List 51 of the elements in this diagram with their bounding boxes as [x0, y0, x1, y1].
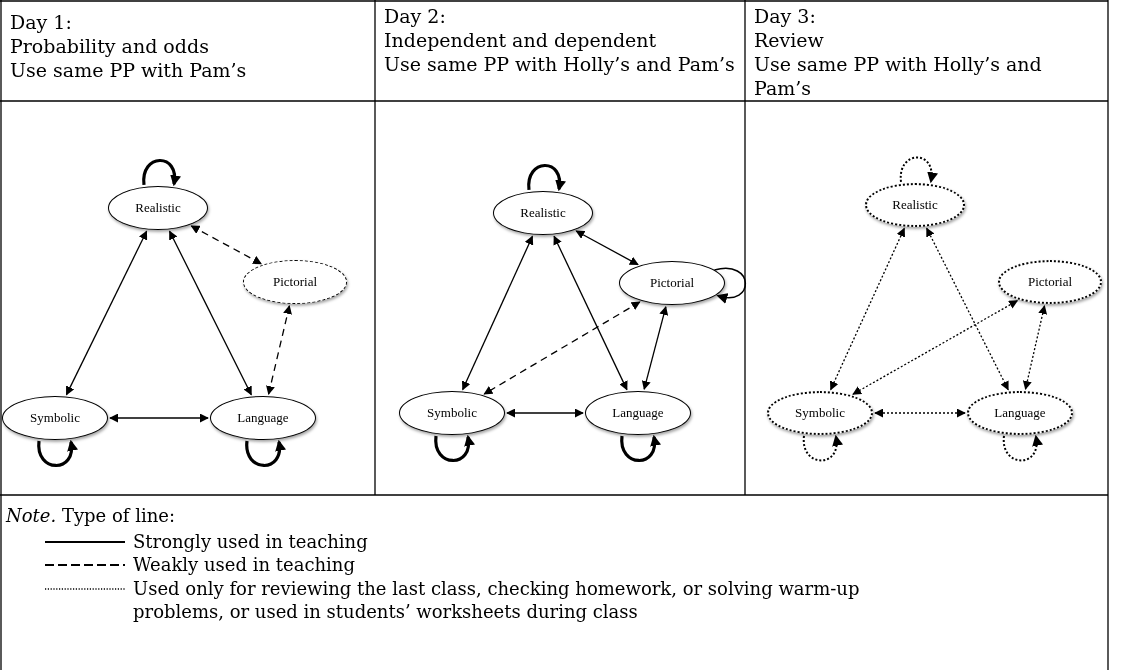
- legend-text: Strongly used in teaching: [133, 530, 369, 553]
- self-loop-arrow: [713, 267, 747, 304]
- double-headed-arrow: [641, 305, 669, 391]
- header-text: Independent and dependent: [384, 28, 657, 52]
- double-headed-arrow: [874, 408, 966, 418]
- ellipse-node: Symbolic: [2, 396, 108, 440]
- double-headed-arrow: [852, 300, 1019, 395]
- self-loop-arrow: [434, 434, 475, 462]
- double-headed-arrow: [65, 230, 148, 396]
- header-text: Review: [754, 28, 824, 52]
- double-headed-arrow: [553, 235, 628, 391]
- double-headed-arrow: [190, 225, 262, 265]
- header-text: Day 2:: [384, 4, 446, 28]
- ellipse-node: Symbolic: [399, 391, 505, 435]
- header-text: Use same PP with Holly’s and Pam’s: [384, 52, 735, 76]
- header-text: Probability and odds: [10, 34, 209, 58]
- ellipse-node: Realistic: [865, 183, 965, 227]
- ellipse-node: Pictorial: [619, 261, 725, 305]
- ellipse-node: Realistic: [108, 186, 208, 230]
- ellipse-node: Realistic: [493, 191, 593, 235]
- ellipse-node: Language: [585, 391, 691, 435]
- double-headed-arrow: [168, 230, 252, 396]
- self-loop-arrow: [142, 159, 181, 187]
- header-text: Day 1:: [10, 10, 72, 34]
- double-headed-arrow: [506, 408, 584, 418]
- double-headed-arrow: [926, 227, 1009, 391]
- double-headed-arrow: [461, 235, 534, 391]
- double-headed-arrow: [109, 413, 209, 423]
- legend-text: Used only for reviewing the last class, checking homework, or solving warm-up problems, or used in students’ worksheets during class: [133, 577, 861, 623]
- legend-text: Weakly used in teaching: [133, 553, 356, 576]
- ellipse-node: Pictorial: [243, 260, 347, 304]
- self-loop-arrow: [527, 164, 566, 192]
- double-headed-arrow: [266, 304, 292, 396]
- note-text: Note. Type of line:: [6, 504, 176, 527]
- double-headed-arrow: [829, 227, 906, 391]
- ellipse-node: Language: [210, 396, 316, 440]
- double-headed-arrow: [483, 301, 641, 395]
- header-text: Use same PP with Holly’s and Pam’s: [754, 52, 1043, 100]
- header-text: Day 3:: [754, 4, 816, 28]
- double-headed-arrow: [575, 230, 639, 266]
- double-headed-arrow: [1022, 304, 1048, 390]
- ellipse-node: Language: [967, 391, 1073, 435]
- self-loop-arrow: [620, 434, 661, 462]
- ellipse-node: Symbolic: [767, 391, 873, 435]
- self-loop-arrow: [1002, 434, 1043, 462]
- self-loop-arrow: [802, 434, 843, 462]
- ellipse-node: Pictorial: [998, 260, 1102, 304]
- self-loop-arrow: [899, 156, 938, 184]
- self-loop-arrow: [37, 439, 78, 467]
- self-loop-arrow: [245, 439, 286, 467]
- header-text: Use same PP with Pam’s: [10, 58, 247, 82]
